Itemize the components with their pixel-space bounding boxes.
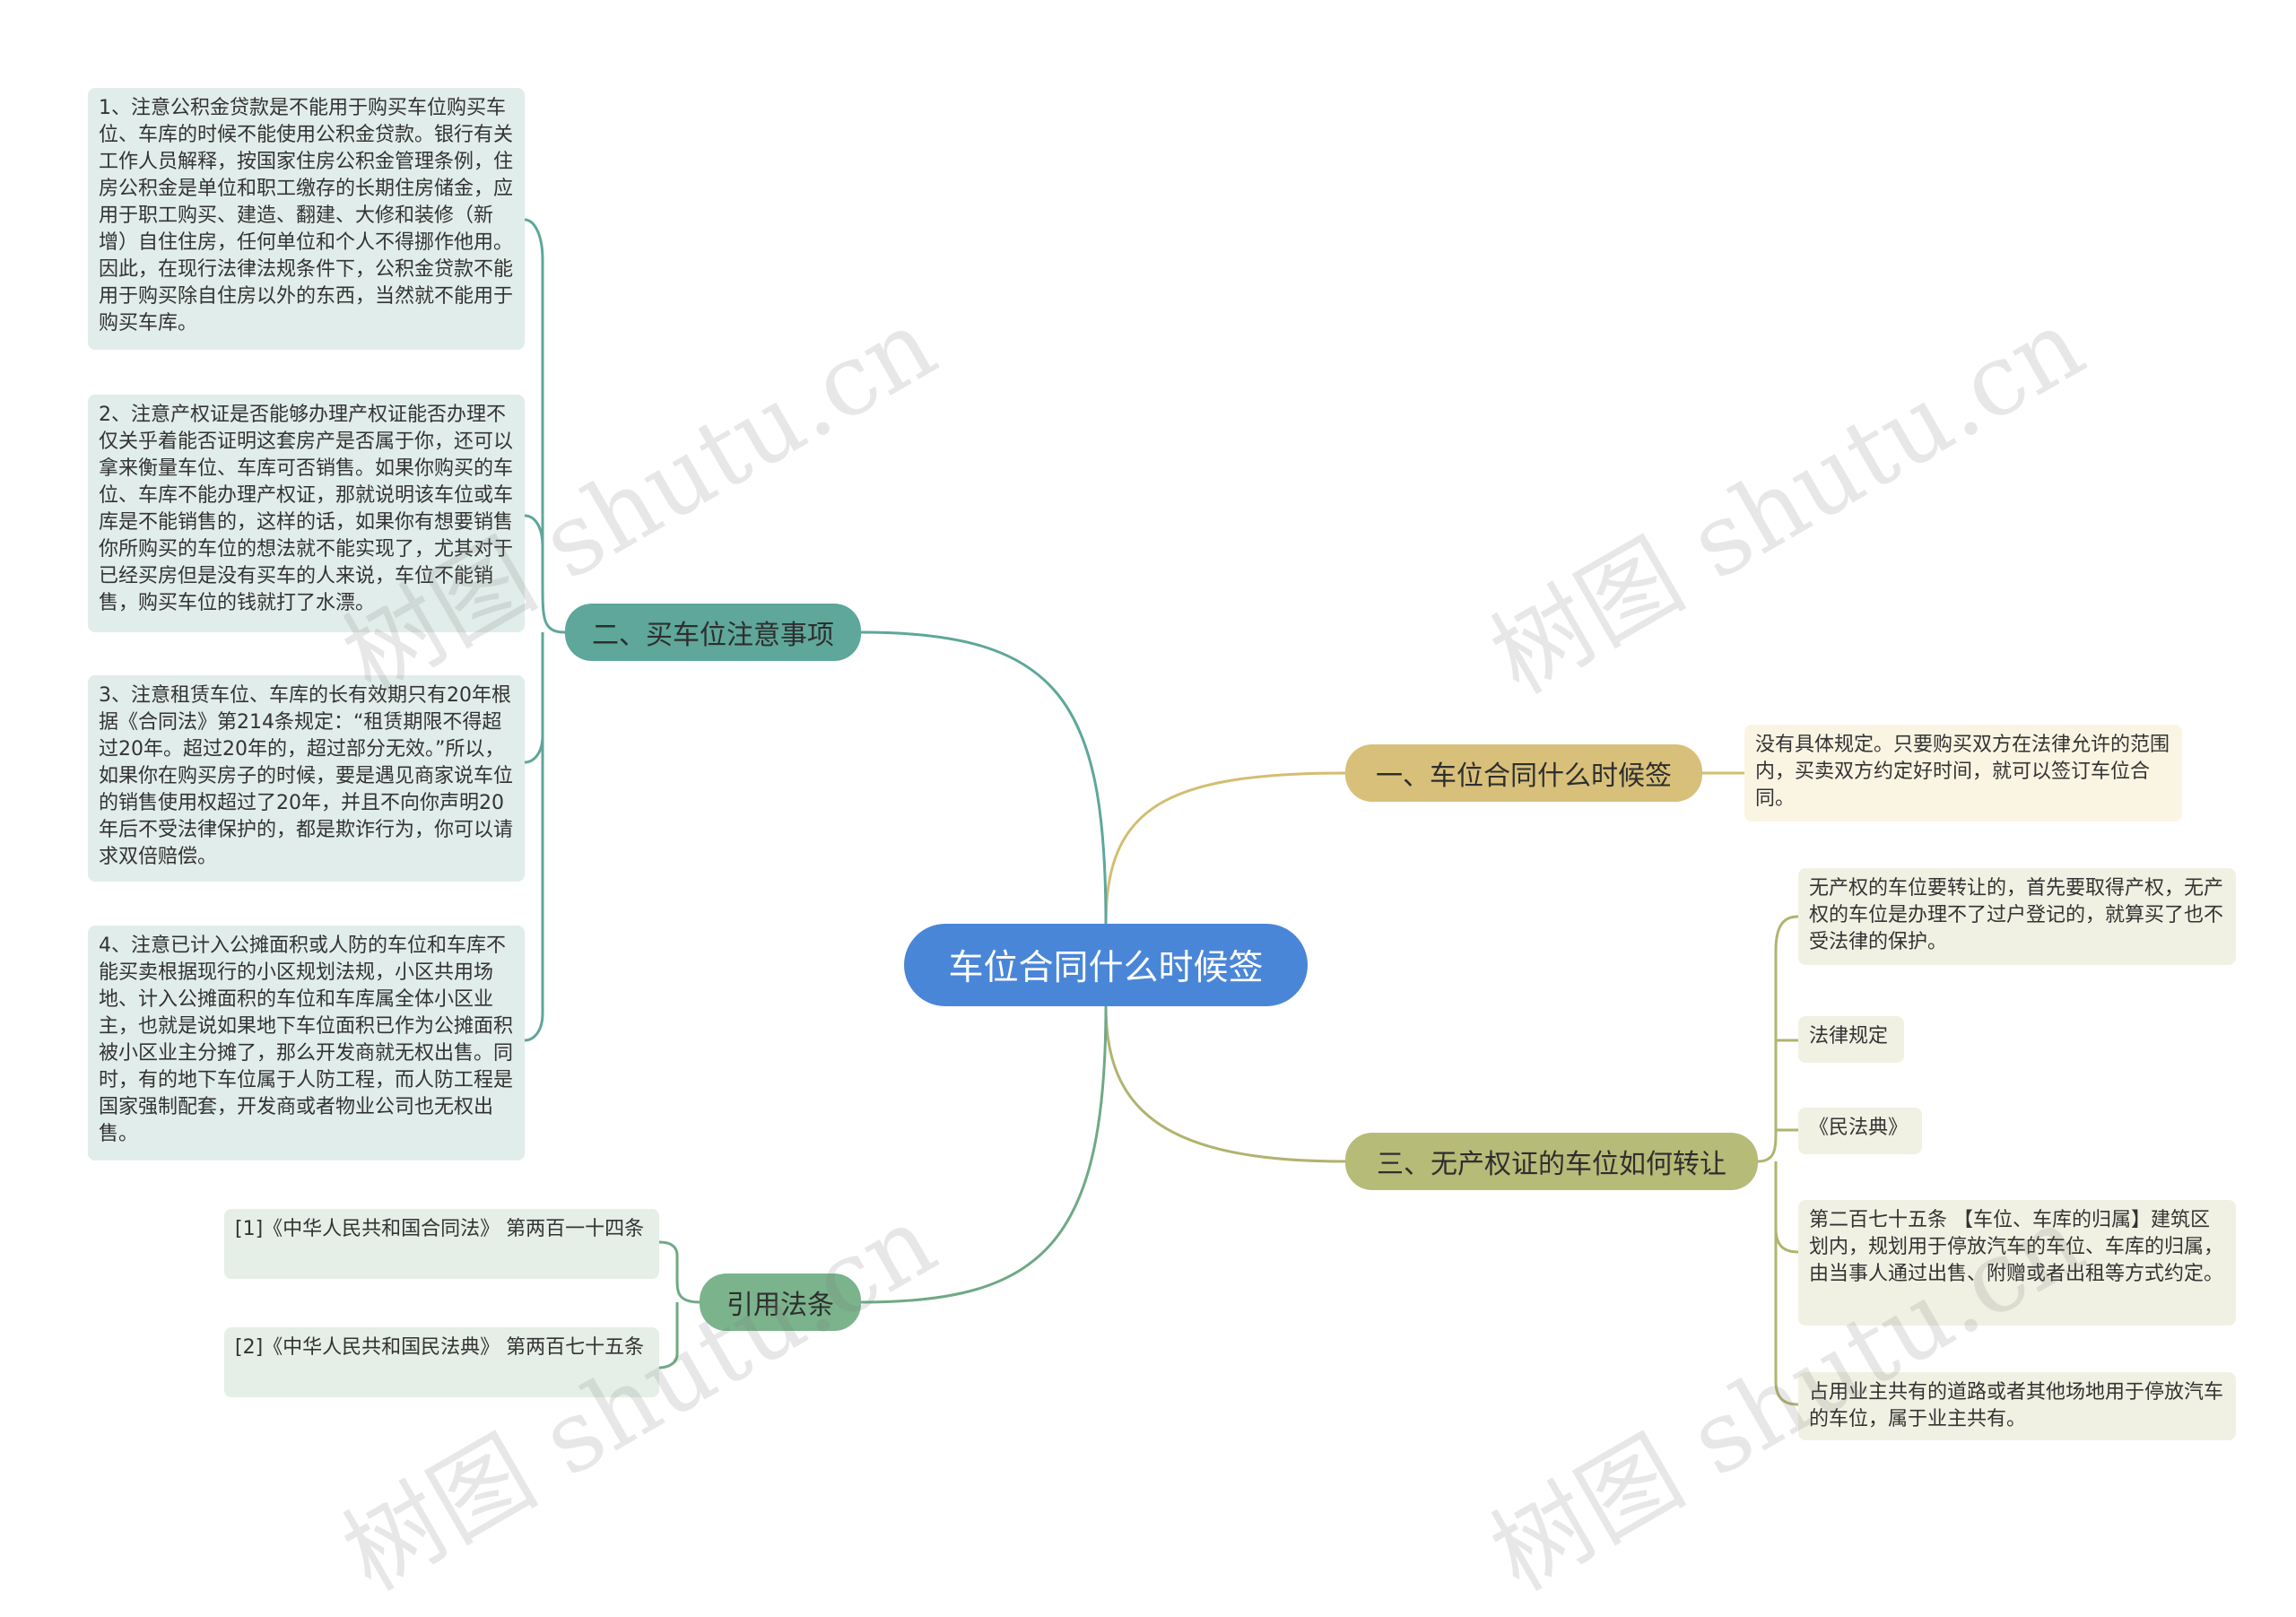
leaf-note-housing-fund[interactable]: 1、注意公积金贷款是不能用于购买车位购买车位、车库的时候不能使用公积金贷款。银行…: [88, 88, 525, 350]
connector-b4-leaves: [658, 1240, 700, 1369]
leaf-citation-civil-code[interactable]: [2]《中华人民共和国民法典》 第两百七十五条: [224, 1327, 659, 1397]
leaf-note-shared-area[interactable]: 4、注意已计入公摊面积或人防的车位和车库不能买卖根据现行的小区规划法规，小区共用…: [88, 926, 525, 1161]
connector-root-b4: [860, 1005, 1108, 1304]
leaf-note-lease-term[interactable]: 3、注意租赁车位、车库的长有效期只有20年根据《合同法》第214条规定：“租赁期…: [88, 675, 525, 882]
connector-b3-leaves: [1757, 915, 1799, 1406]
leaf-contract-timing-answer[interactable]: 没有具体规定。只要购买双方在法律允许的范围内，买卖双方约定好时间，就可以签订车位…: [1744, 725, 2182, 822]
leaf-transfer-obtain-title[interactable]: 无产权的车位要转让的，首先要取得产权，无产权的车位是办理不了过户登记的，就算买了…: [1798, 868, 2236, 965]
branch-cited-laws[interactable]: 引用法条: [700, 1274, 861, 1331]
connector-lines: [524, 218, 1799, 1406]
leaf-note-property-certificate[interactable]: 2、注意产权证是否能够办理产权证能否办理不仅关乎着能否证明这套房产是否属于你，还…: [88, 395, 525, 632]
branch-transfer-without-certificate[interactable]: 三、无产权证的车位如何转让: [1345, 1133, 1758, 1190]
branch-contract-timing[interactable]: 一、车位合同什么时候签: [1345, 744, 1702, 802]
leaf-civil-code[interactable]: 《民法典》: [1798, 1108, 1922, 1154]
connector-b2-leaves: [524, 218, 566, 1042]
leaf-citation-contract-law[interactable]: [1]《中华人民共和国合同法》 第两百一十四条: [224, 1209, 659, 1279]
leaf-legal-provisions[interactable]: 法律规定: [1798, 1016, 1904, 1063]
connector-root-b3: [1104, 1005, 1346, 1163]
branch-buying-notes[interactable]: 二、买车位注意事项: [565, 604, 861, 661]
root-topic[interactable]: 车位合同什么时候签: [904, 924, 1308, 1006]
leaf-shared-roads-parking[interactable]: 占用业主共有的道路或者其他场地用于停放汽车的车位，属于业主共有。: [1798, 1372, 2236, 1440]
leaf-article-275[interactable]: 第二百七十五条 【车位、车库的归属】建筑区划内，规划用于停放汽车的车位、车库的归…: [1798, 1200, 2236, 1326]
connector-root-b1: [1104, 771, 1346, 925]
connector-root-b2: [860, 630, 1108, 925]
